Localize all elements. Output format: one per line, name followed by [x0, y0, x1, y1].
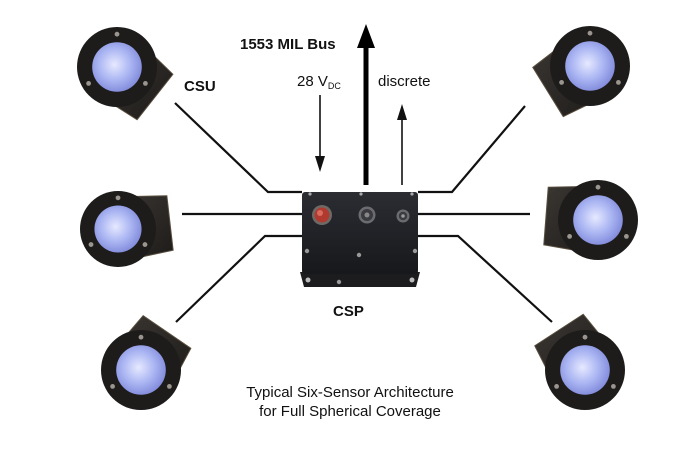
red-connector-icon — [312, 205, 332, 225]
line-bottom-right — [418, 234, 553, 323]
sensor-bottom-left — [101, 315, 192, 410]
power-arrow-head — [315, 156, 325, 172]
sensor-top-left — [77, 27, 174, 121]
bus-arrow-head — [357, 24, 375, 48]
small-grey-connector-icon — [396, 209, 410, 223]
discrete-label: discrete — [378, 73, 431, 90]
sensor-lens-icon — [94, 205, 142, 253]
sensor-screw — [88, 242, 94, 247]
sensor-units — [77, 26, 638, 410]
grey-connector-icon — [358, 206, 376, 224]
caption: Typical Six-Sensor Architecture for Full… — [200, 383, 500, 421]
sensor-screw — [554, 384, 559, 389]
connection-lines — [174, 102, 553, 323]
sensor-bottom-right — [534, 313, 625, 410]
csp-processor-box — [300, 192, 420, 287]
power-label: 28 VDC — [297, 73, 341, 91]
sensor-screw — [567, 234, 572, 239]
sensor-lens-icon — [560, 345, 610, 395]
csu-label: CSU — [184, 78, 216, 95]
sensor-screw — [110, 384, 115, 389]
sensor-lens-icon — [573, 195, 623, 245]
csp-body — [302, 192, 418, 274]
line-top-left — [174, 102, 302, 194]
caption-line-2: for Full Spherical Coverage — [259, 403, 441, 420]
signal-arrows — [315, 24, 407, 185]
sensor-screw — [587, 30, 593, 36]
sensor-screw — [611, 384, 616, 389]
sensor-screw — [142, 242, 148, 247]
sensor-screw — [138, 334, 144, 340]
sensor-screw — [595, 184, 601, 190]
discrete-arrow-head — [397, 104, 407, 120]
line-bottom-left — [175, 234, 302, 323]
sensor-screw — [616, 80, 621, 85]
sensor-screw — [143, 81, 148, 86]
sensor-screw — [115, 195, 121, 201]
sensor-screw — [114, 31, 120, 37]
power-label-text: 28 V — [297, 73, 328, 90]
sensor-screw — [86, 81, 91, 86]
bus-label: 1553 MIL Bus — [240, 36, 336, 53]
sensor-top-right — [532, 26, 630, 118]
sensor-screw — [624, 234, 629, 239]
csp-base-flange — [300, 272, 420, 287]
sensor-lens-icon — [116, 345, 166, 395]
csp-label: CSP — [333, 303, 364, 320]
sensor-screw — [167, 384, 172, 389]
power-label-subscript: DC — [327, 81, 341, 91]
sensor-lens-icon — [565, 41, 615, 91]
sensor-screw — [582, 334, 588, 340]
caption-line-1: Typical Six-Sensor Architecture — [246, 384, 454, 401]
sensor-lens-icon — [92, 42, 142, 92]
sensor-screw — [559, 80, 564, 85]
sensor-mid-left — [80, 191, 174, 267]
sensor-mid-right — [543, 180, 638, 260]
line-top-right — [418, 105, 526, 194]
